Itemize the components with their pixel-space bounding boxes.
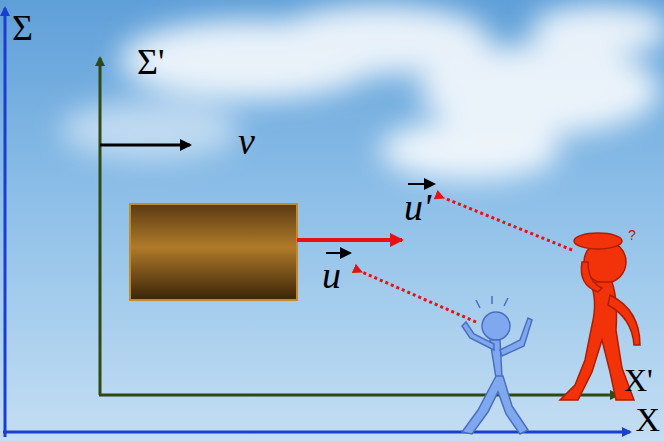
sigma-y-axis bbox=[4, 8, 7, 437]
velocity-arrow bbox=[100, 144, 190, 147]
pointer-line bbox=[444, 198, 572, 250]
sigma-prime-y-axis bbox=[99, 58, 102, 395]
vector-sign bbox=[326, 252, 350, 254]
observer bbox=[462, 312, 532, 434]
clouds bbox=[60, 5, 664, 180]
frame-label: Σ bbox=[12, 10, 33, 46]
motion-marks bbox=[476, 296, 508, 308]
sigma-x-axis bbox=[3, 431, 630, 434]
velocity-label: u bbox=[322, 256, 341, 294]
vector-sign bbox=[408, 183, 434, 185]
velocity-label: v bbox=[238, 122, 255, 160]
pointer-line bbox=[362, 272, 476, 322]
sigma-prime-x-axis bbox=[99, 394, 618, 397]
question-mark: ? bbox=[628, 227, 636, 243]
moving-object bbox=[130, 204, 297, 300]
axis-label: X bbox=[635, 403, 660, 437]
object-velocity-arrow bbox=[297, 238, 402, 242]
axis-label: X' bbox=[624, 364, 653, 396]
frame-label: Σ' bbox=[137, 44, 164, 80]
velocity-label: u' bbox=[404, 188, 431, 226]
